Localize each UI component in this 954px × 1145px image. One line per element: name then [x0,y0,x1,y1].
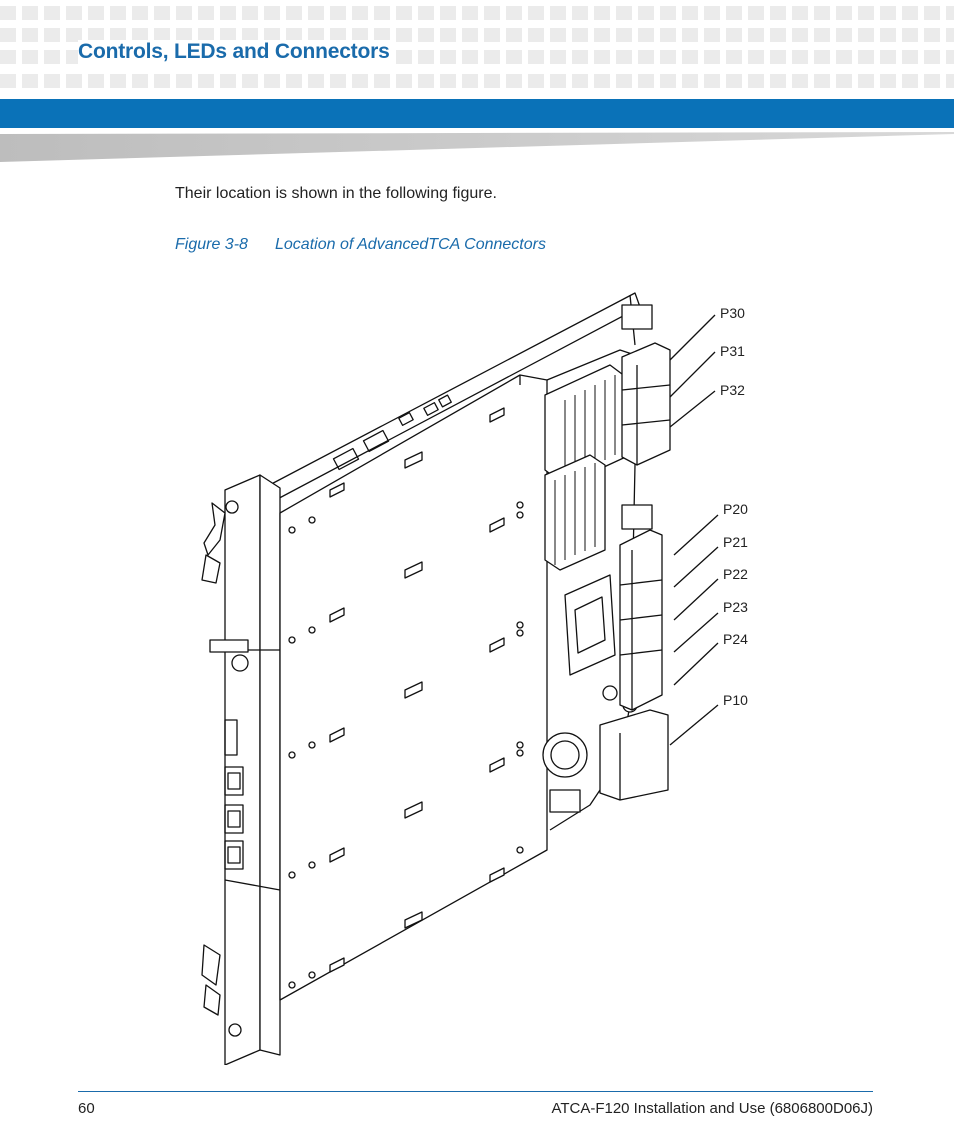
header-gray-wedge [0,132,954,162]
label-p22: P22 [723,566,748,582]
figure-caption: Figure 3-8 Location of AdvancedTCA Connec… [175,236,546,254]
label-p32: P32 [720,382,745,398]
label-p30: P30 [720,305,745,321]
label-p24: P24 [723,631,748,647]
label-p23: P23 [723,599,748,615]
intro-paragraph: Their location is shown in the following… [175,185,497,202]
label-p20: P20 [723,501,748,517]
label-p21: P21 [723,534,748,550]
document-title: ATCA-F120 Installation and Use (6806800D… [551,1100,873,1117]
figure-title: Location of AdvancedTCA Connectors [275,236,546,253]
header-pattern [0,0,954,98]
page-number: 60 [78,1100,95,1117]
label-p10: P10 [723,692,748,708]
figure-number: Figure 3-8 [175,236,248,253]
label-p31: P31 [720,343,745,359]
footer-rule [78,1091,873,1092]
section-title: Controls, LEDs and Connectors [78,40,394,64]
header-blue-bar [0,99,954,128]
atca-board-illustration: P30 P31 P32 P20 P21 P22 P23 P24 P10 [201,292,748,1065]
